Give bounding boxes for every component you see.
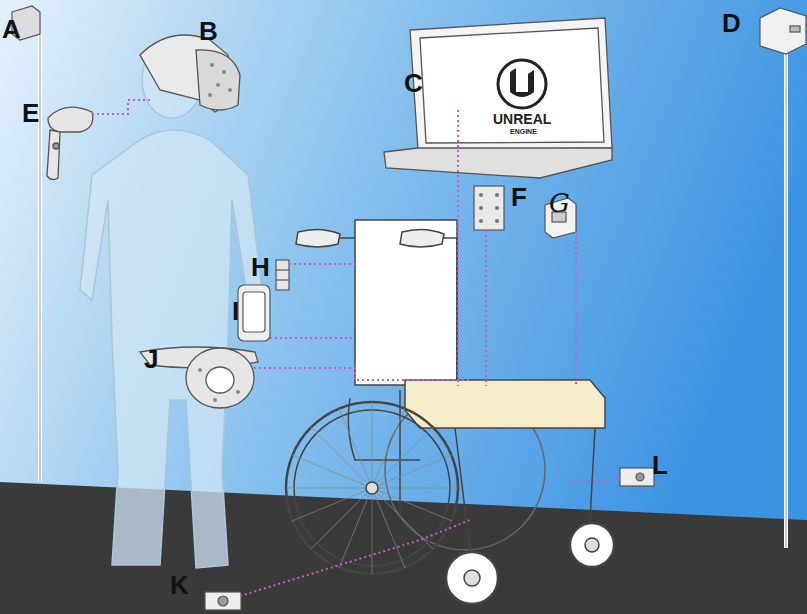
controller-button (53, 143, 59, 149)
logo-text: ENGINE (510, 128, 537, 135)
headset-sensors (208, 63, 232, 97)
laptop-base (384, 148, 612, 178)
callout-letter: J (144, 346, 158, 372)
headset-body (196, 50, 240, 110)
callout-letter: D (722, 10, 741, 36)
frame (400, 390, 595, 550)
push-handles (300, 238, 457, 390)
vr-headset (140, 35, 240, 112)
pole-edge (786, 52, 787, 548)
backrest (355, 220, 457, 385)
spokes (286, 402, 458, 574)
rear-wheel (286, 402, 458, 574)
callout-letter: C (404, 70, 423, 96)
controller-handle (47, 130, 60, 180)
callout-letter: A (2, 16, 21, 42)
controller-j (140, 347, 258, 408)
logo-text: UNREAL (493, 112, 551, 126)
pole (784, 52, 788, 548)
seat-cushion (405, 380, 605, 428)
caster-hub (464, 570, 480, 586)
controller-e (47, 107, 93, 179)
base-station-a (12, 6, 40, 482)
callout-letter: I (232, 298, 239, 324)
body (80, 130, 262, 568)
hub (366, 482, 378, 494)
callout-letter: E (22, 100, 39, 126)
handle-grip (296, 229, 340, 247)
wheelchair (286, 220, 614, 604)
module-h (276, 260, 289, 290)
module-f (474, 186, 504, 230)
controller-hole (206, 367, 234, 393)
callout-letter: K (170, 572, 189, 598)
callout-letter: L (652, 452, 668, 478)
base-lens (790, 26, 800, 32)
controller-ring (186, 348, 254, 408)
caster-hub (585, 538, 599, 552)
pole-edge (40, 36, 41, 482)
module-i (238, 285, 270, 341)
callout-letter: B (199, 18, 218, 44)
callout-letter: F (511, 184, 527, 210)
handle-grip (400, 229, 444, 247)
callout-letter: G (549, 190, 570, 216)
base-station-d (760, 8, 806, 548)
callout-letter: H (251, 254, 270, 280)
laptop (384, 18, 612, 178)
engine-logo-mark (510, 68, 534, 97)
caster-wheel (446, 552, 498, 604)
laptop-screen (420, 28, 604, 143)
sensor-k (205, 592, 241, 610)
sensor-l (620, 468, 654, 486)
laptop-lid (410, 18, 612, 150)
base-box (760, 8, 806, 54)
engine-logo (498, 60, 546, 108)
caster-wheel (570, 523, 614, 567)
person-silhouette (80, 42, 262, 568)
leader-lines (92, 100, 620, 596)
controller-ring (48, 107, 93, 132)
